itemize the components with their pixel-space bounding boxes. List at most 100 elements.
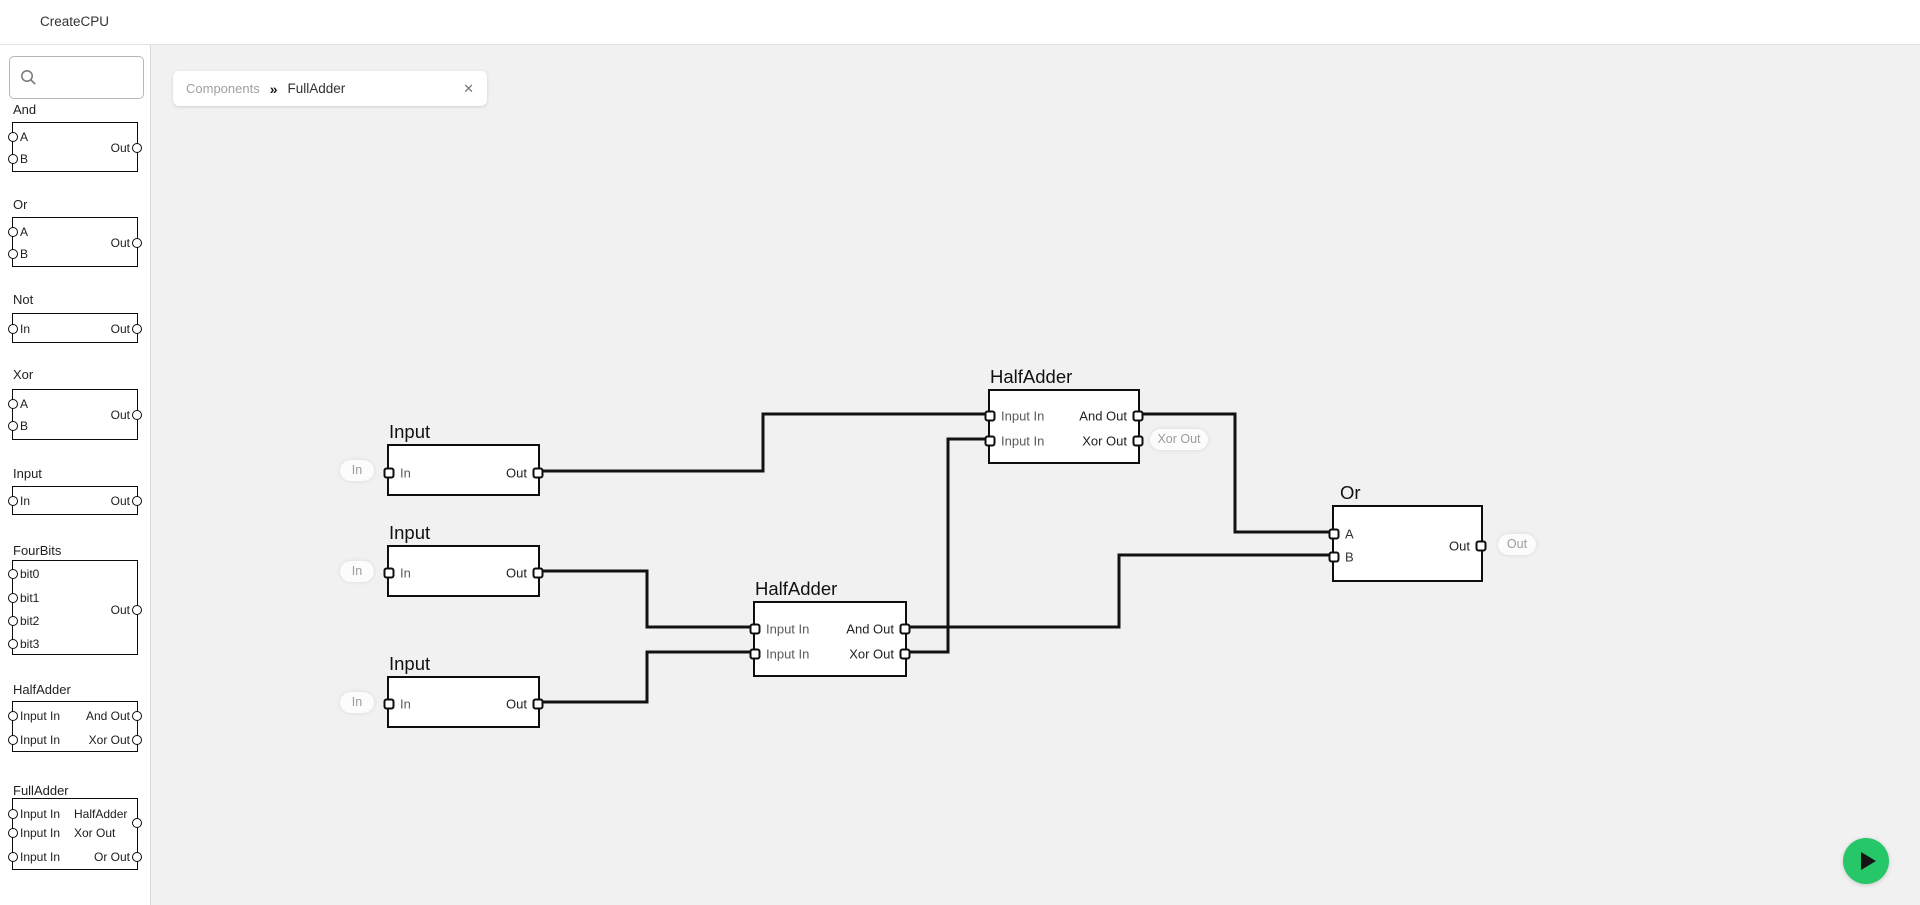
port-label: Out <box>110 494 130 508</box>
wire-input3-to-halfadder-bottom[interactable] <box>540 650 753 704</box>
input-port[interactable] <box>1328 551 1340 563</box>
sidebar-component-not[interactable]: In Out <box>8 313 142 343</box>
canvas-block-input2[interactable]: In Out <box>383 545 544 597</box>
output-port <box>132 238 142 248</box>
component-group-label-fourbits: FourBits <box>13 543 62 558</box>
input-port <box>8 227 18 237</box>
port-label: In <box>400 565 411 581</box>
output-port <box>132 410 142 420</box>
port-label: Out <box>110 236 130 250</box>
output-port <box>132 605 142 615</box>
port-label: Input In <box>20 826 61 840</box>
search-input[interactable] <box>43 62 138 93</box>
input-port[interactable] <box>984 410 996 422</box>
port-label: Input In <box>1001 408 1045 424</box>
output-port[interactable] <box>899 623 911 635</box>
input-port <box>8 735 18 745</box>
port-label: Xor Out <box>849 646 894 662</box>
input-port[interactable] <box>383 467 395 479</box>
tab-title: FullAdder <box>287 81 346 96</box>
output-port[interactable] <box>1132 410 1144 422</box>
breadcrumb-components[interactable]: Components <box>186 81 260 96</box>
port-label: Out <box>110 408 130 422</box>
input-port[interactable] <box>383 567 395 579</box>
port-label: Input In <box>766 646 810 662</box>
output-port <box>132 143 142 153</box>
input-port[interactable] <box>749 623 761 635</box>
input-port[interactable] <box>984 435 996 447</box>
wire-input2-to-halfadder-bottom[interactable] <box>540 569 753 629</box>
sidebar-component-input[interactable]: In Out <box>8 486 142 515</box>
input-port <box>8 809 18 819</box>
port-label: A <box>20 130 29 144</box>
input-port <box>8 593 18 603</box>
output-port[interactable] <box>1132 435 1144 447</box>
port-label-line: HalfAdder <box>74 807 128 821</box>
port-label: In <box>20 494 31 508</box>
port-label: Input In <box>766 621 810 637</box>
input-port[interactable] <box>383 698 395 710</box>
input-port <box>8 132 18 142</box>
component-sidebar: And A B Out Or A B Out Not In Out Xor A … <box>0 45 151 905</box>
input-port[interactable] <box>1328 528 1340 540</box>
input-port[interactable] <box>749 648 761 660</box>
component-group-label-or: Or <box>13 197 28 212</box>
output-port[interactable] <box>532 467 544 479</box>
external-output-pill: Xor Out <box>1150 429 1208 450</box>
input-port <box>8 828 18 838</box>
output-port[interactable] <box>532 567 544 579</box>
close-icon[interactable]: ✕ <box>463 80 474 96</box>
port-label: A <box>20 397 29 411</box>
wire-halfaddertop-and-to-or-a[interactable] <box>1140 412 1332 534</box>
port-label: Input In <box>1001 433 1045 449</box>
output-port <box>132 324 142 334</box>
component-group-label-not: Not <box>13 292 34 307</box>
external-output-pill: Out <box>1498 534 1536 555</box>
canvas-block-input3[interactable]: In Out <box>383 676 544 728</box>
sidebar-component-halfadder[interactable]: Input In Input In And Out Xor Out <box>8 701 142 752</box>
input-port <box>8 249 18 259</box>
input-port <box>8 711 18 721</box>
port-label: Out <box>506 696 527 712</box>
external-input-pill: In <box>340 460 374 481</box>
component-group-label-fulladder: FullAdder <box>13 783 69 798</box>
wire-halfadderbottom-xor-to-top-in2[interactable] <box>907 437 988 654</box>
port-label: Input In <box>20 850 61 864</box>
sidebar-component-fourbits[interactable]: bit0 bit1 bit2 bit3 Out <box>8 560 142 655</box>
block-title: Input <box>389 653 431 674</box>
wire-halfadderbottom-and-to-or-b[interactable] <box>907 553 1332 629</box>
port-label: B <box>1345 549 1354 565</box>
port-label: Xor Out <box>88 733 130 747</box>
sidebar-component-or[interactable]: A B Out <box>8 217 142 267</box>
port-label: Or Out <box>93 850 130 864</box>
port-label: Out <box>1449 538 1470 554</box>
port-label: Out <box>506 565 527 581</box>
tab-fulladder[interactable]: Components » FullAdder ✕ <box>173 71 487 106</box>
output-port[interactable] <box>532 698 544 710</box>
sidebar-component-xor[interactable]: A B Out <box>8 389 142 440</box>
port-label: B <box>20 247 29 261</box>
block-title: Input <box>389 421 431 442</box>
search-box[interactable] <box>9 56 144 99</box>
canvas-block-halfadder-bottom[interactable]: Input In Input In And Out Xor Out <box>749 601 911 677</box>
block-title: Or <box>1340 482 1361 503</box>
port-label: Input In <box>20 733 61 747</box>
wire-input1-to-halfadder-top[interactable] <box>540 412 988 473</box>
canvas-block-halfadder-top[interactable]: Input In Input In And Out Xor Out <box>984 389 1144 464</box>
port-label: bit1 <box>20 591 40 605</box>
canvas-block-input1[interactable]: In Out <box>383 444 544 496</box>
run-button[interactable] <box>1843 838 1889 884</box>
port-label: Input In <box>20 807 61 821</box>
input-port <box>8 639 18 649</box>
output-port[interactable] <box>1475 540 1487 552</box>
canvas-block-or[interactable]: A B Out <box>1328 505 1487 582</box>
port-label: bit0 <box>20 567 40 581</box>
port-label: In <box>400 465 411 481</box>
sidebar-component-and[interactable]: A B Out <box>8 122 142 172</box>
app-title: CreateCPU <box>40 14 110 29</box>
output-port[interactable] <box>899 648 911 660</box>
